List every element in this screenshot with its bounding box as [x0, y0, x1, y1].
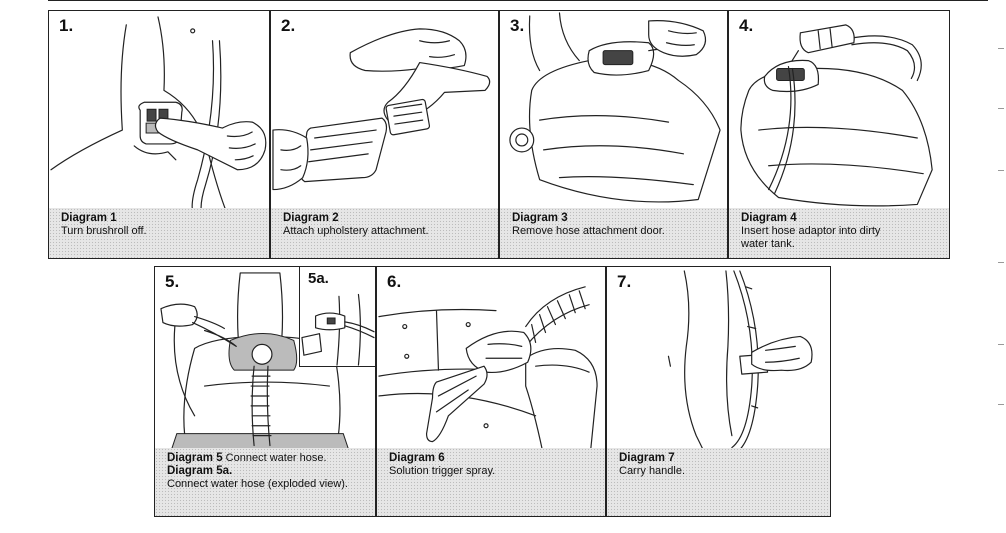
caption-title: Diagram 4 — [741, 212, 797, 224]
diagram-panel-2: 2. Diagram 2 Attach upholstery attachmen… — [270, 10, 499, 259]
margin-mark — [998, 108, 1004, 109]
diagram-caption: Diagram 1 Turn brushroll off. — [49, 208, 269, 258]
diagram-number: 7. — [615, 272, 634, 292]
diagram-caption: Diagram 3 Remove hose attachment door. — [500, 208, 727, 258]
diagram-number: 5a. — [306, 270, 331, 287]
diagram-caption: Diagram 5 Connect water hose. Diagram 5a… — [155, 448, 375, 516]
caption-title: Diagram 6 — [389, 452, 445, 464]
margin-mark — [998, 262, 1004, 263]
caption-text: Insert hose adaptor into dirty — [741, 225, 881, 237]
diagram-caption: Diagram 2 Attach upholstery attachment. — [271, 208, 498, 258]
diagram-caption: Diagram 7 Carry handle. — [607, 448, 830, 516]
margin-mark — [998, 48, 1004, 49]
diagram-caption: Diagram 6 Solution trigger spray. — [377, 448, 605, 516]
illustration-upholstery-attachment — [271, 11, 498, 258]
diagram-number: 3. — [508, 16, 527, 36]
top-rule — [48, 0, 988, 1]
caption-title: Diagram 2 — [283, 212, 339, 224]
caption-text: Attach upholstery attachment. — [283, 225, 429, 237]
diagram-panel-5a: 5a. — [299, 266, 376, 367]
diagram-number: 4. — [737, 16, 756, 36]
diagram-panel-6: 6. Diagram 6 Solution trigger spray. — [376, 266, 606, 517]
caption-subtitle: Diagram 5a. — [167, 465, 233, 477]
caption-text: Remove hose attachment door. — [512, 225, 665, 237]
diagram-panel-3: 3. Diagram 3 Remove hose attachment door… — [499, 10, 728, 259]
caption-text: Carry handle. — [619, 465, 686, 477]
diagram-number: 6. — [385, 272, 404, 292]
diagram-number: 2. — [279, 16, 298, 36]
diagram-number: 1. — [57, 16, 76, 36]
margin-mark — [998, 170, 1004, 171]
caption-title: Diagram 3 — [512, 212, 568, 224]
caption-text: Connect water hose. — [225, 452, 327, 464]
illustration-hose-attachment-door — [500, 11, 727, 258]
diagram-panel-4: 4. Diagram 4 Insert hose adaptor into di… — [728, 10, 950, 259]
margin-mark — [998, 344, 1004, 345]
caption-text: Connect water hose (exploded view). — [167, 478, 348, 490]
diagram-caption: Diagram 4 Insert hose adaptor into dirty… — [729, 208, 949, 258]
caption-line: Diagram 5 Connect water hose. — [167, 452, 363, 465]
illustration-hose-adaptor — [729, 11, 949, 258]
illustration-carry-handle — [607, 267, 830, 516]
illustration-solution-trigger-spray — [377, 267, 605, 516]
caption-title: Diagram 1 — [61, 212, 117, 224]
illustration-exploded-hose-view — [300, 267, 375, 366]
diagram-number: 5. — [163, 272, 182, 292]
caption-text: Solution trigger spray. — [389, 465, 496, 477]
caption-text: water tank. — [741, 238, 795, 250]
caption-title: Diagram 5 — [167, 452, 223, 464]
diagram-panel-7: 7. Diagram 7 Carry handle. — [606, 266, 831, 517]
margin-mark — [998, 404, 1004, 405]
caption-text: Turn brushroll off. — [61, 225, 147, 237]
diagram-panel-1: 1. Diagram 1 Turn brushroll off. — [48, 10, 270, 259]
caption-title: Diagram 7 — [619, 452, 675, 464]
